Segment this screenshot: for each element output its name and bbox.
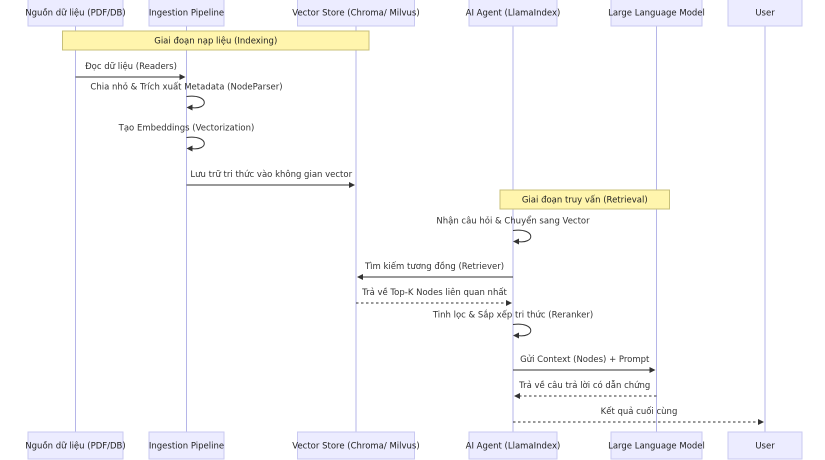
message-label: Lưu trữ tri thức vào không gian vector [190, 169, 352, 180]
actor-label: User [755, 442, 775, 452]
actor-llm-top: Large Language Model [608, 0, 705, 27]
message-loop [186, 95, 205, 109]
actor-agent-bottom: AI Agent (LlamaIndex) [466, 431, 561, 460]
message: Kết quả cuối cùng [513, 406, 764, 425]
message-label: Gửi Context (Nodes) + Prompt [520, 354, 650, 365]
arrowhead [513, 332, 519, 339]
note-label: Giai đoạn truy vấn (Retrieval) [522, 195, 648, 206]
message-label: Đọc dữ liệu (Readers) [85, 61, 177, 72]
message: Lưu trữ tri thức vào không gian vector [186, 169, 355, 188]
actor-box [610, 0, 703, 27]
arrowhead [186, 145, 193, 152]
message: Nhận câu hỏi & Chuyển sang Vector [436, 216, 590, 245]
actor-vec-top: Vector Store (Chroma/ Milvus) [292, 0, 420, 27]
message-label: Nhận câu hỏi & Chuyển sang Vector [436, 216, 590, 227]
actor-label: User [755, 9, 775, 19]
actor-ing-top: Ingestion Pipeline [148, 0, 225, 27]
lifelines [75, 26, 766, 432]
message: Gửi Context (Nodes) + Prompt [513, 354, 656, 373]
actor-label: Nguồn dữ liệu (PDF/DB) [25, 8, 125, 19]
actor-box [727, 431, 803, 460]
actor-box [297, 431, 415, 460]
arrowhead [758, 419, 764, 425]
actor-box [297, 0, 415, 27]
actor-box [727, 0, 803, 27]
message-loop [512, 229, 532, 243]
notes: Giai đoạn nạp liệu (Indexing) Giai đoạn t… [62, 30, 670, 210]
note-box [62, 30, 370, 51]
actor-label: Large Language Model [608, 9, 705, 19]
actor-user-top: User [727, 0, 803, 27]
message: Trả về câu trả lời có dẫn chứng [514, 380, 657, 399]
actor-user-bottom: User [727, 431, 803, 460]
actor-box [610, 431, 703, 460]
arrowhead [186, 104, 193, 111]
message: Tạo Embeddings (Vectorization) [118, 124, 255, 152]
message: Trả về Top-K Nodes liên quan nhất [356, 287, 512, 306]
message-label: Tạo Embeddings (Vectorization) [118, 124, 255, 134]
actor-llm-bottom: Large Language Model [608, 431, 705, 460]
actor-ing-bottom: Ingestion Pipeline [148, 431, 225, 460]
messages: Đọc dữ liệu (Readers) Chia nhỏ & Trích xu… [75, 61, 764, 425]
actors: Nguồn dữ liệu (PDF/DB) Nguồn dữ liệu (PDF… [25, 0, 803, 460]
note-label: Giai đoạn nạp liệu (Indexing) [154, 36, 277, 47]
actor-agent-top: AI Agent (LlamaIndex) [466, 0, 561, 27]
message: Tìm kiếm tương đồng (Retriever) [357, 261, 513, 280]
actor-src-bottom: Nguồn dữ liệu (PDF/DB) [25, 431, 126, 460]
actor-label: Vector Store (Chroma/ Milvus) [292, 9, 419, 19]
message-label: Tìm kiếm tương đồng (Retriever) [364, 261, 504, 272]
actor-src-top: Nguồn dữ liệu (PDF/DB) [25, 0, 126, 27]
actor-label: Ingestion Pipeline [149, 9, 224, 19]
message-label: Tinh lọc & Sắp xếp tri thức (Reranker) [432, 310, 593, 321]
message-label: Kết quả cuối cùng [601, 406, 678, 417]
message-label: Chia nhỏ & Trích xuất Metadata (NodePars… [90, 82, 282, 93]
arrowhead [349, 182, 355, 188]
actor-label: Nguồn dữ liệu (PDF/DB) [25, 441, 125, 452]
arrowhead [649, 367, 656, 373]
actor-label: AI Agent (LlamaIndex) [466, 9, 561, 19]
arrowhead [514, 393, 520, 399]
arrowhead [506, 300, 512, 306]
actor-label: Large Language Model [608, 442, 705, 452]
note-box [499, 189, 670, 210]
message-loop [512, 323, 532, 337]
actor-label: AI Agent (LlamaIndex) [466, 442, 561, 452]
message: Tinh lọc & Sắp xếp tri thức (Reranker) [432, 310, 593, 339]
message-label: Trả về câu trả lời có dẫn chứng [518, 380, 650, 391]
actor-box [148, 431, 225, 460]
actor-label: Vector Store (Chroma/ Milvus) [292, 442, 419, 452]
phase-note: Giai đoạn nạp liệu (Indexing) [62, 30, 370, 51]
actor-box [468, 431, 558, 460]
actor-box [468, 0, 558, 27]
actor-label: Ingestion Pipeline [149, 442, 224, 452]
message: Đọc dữ liệu (Readers) [75, 61, 186, 80]
actor-box [27, 0, 124, 27]
arrowhead [513, 238, 519, 245]
phase-note: Giai đoạn truy vấn (Retrieval) [499, 189, 670, 210]
actor-box [148, 0, 225, 27]
message: Chia nhỏ & Trích xuất Metadata (NodePars… [90, 82, 283, 111]
message-label: Trả về Top-K Nodes liên quan nhất [361, 287, 507, 298]
message-loop [186, 136, 205, 150]
actor-vec-bottom: Vector Store (Chroma/ Milvus) [292, 431, 420, 460]
actor-box [27, 431, 124, 460]
arrowhead [357, 274, 363, 280]
arrowhead [179, 74, 186, 80]
